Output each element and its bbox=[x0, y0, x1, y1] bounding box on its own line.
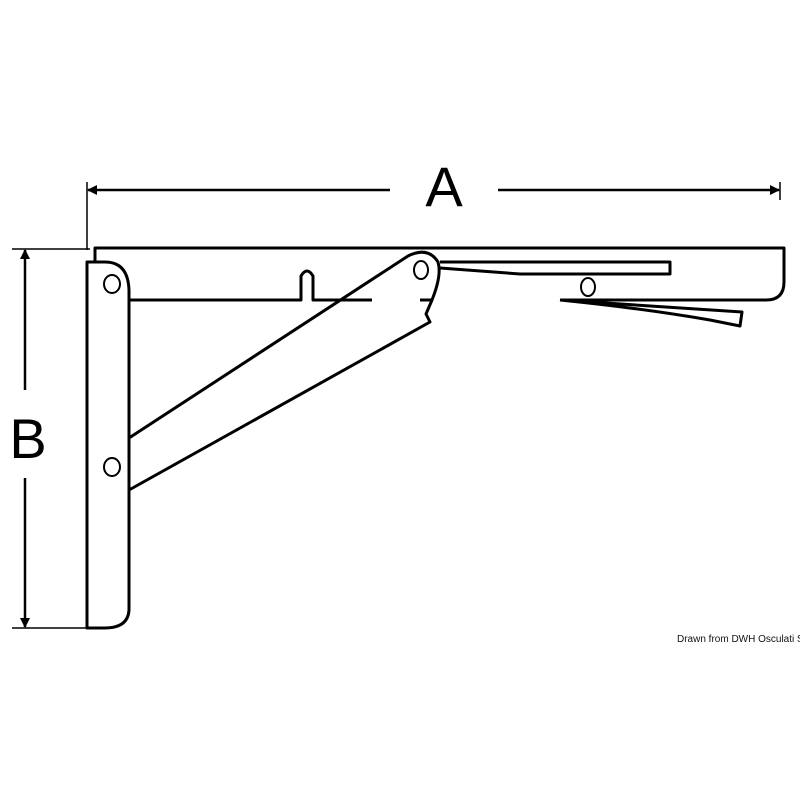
credit-text: Drawn from DWH Osculati Srl bbox=[677, 634, 800, 645]
dimension-a bbox=[86, 182, 781, 250]
latch-slot bbox=[439, 260, 672, 276]
wall-plate bbox=[85, 260, 131, 630]
rivet-icon bbox=[103, 274, 121, 294]
horizontal-arm bbox=[93, 246, 786, 302]
rivet-icon bbox=[580, 277, 596, 297]
dimension-b-label: B bbox=[9, 407, 46, 470]
rivet-icon bbox=[103, 457, 121, 477]
release-lever bbox=[559, 298, 744, 328]
dimension-a-label: A bbox=[425, 155, 463, 218]
diagonal-brace bbox=[128, 250, 441, 492]
rivet-icon bbox=[413, 260, 429, 280]
dimension-b bbox=[12, 248, 90, 629]
